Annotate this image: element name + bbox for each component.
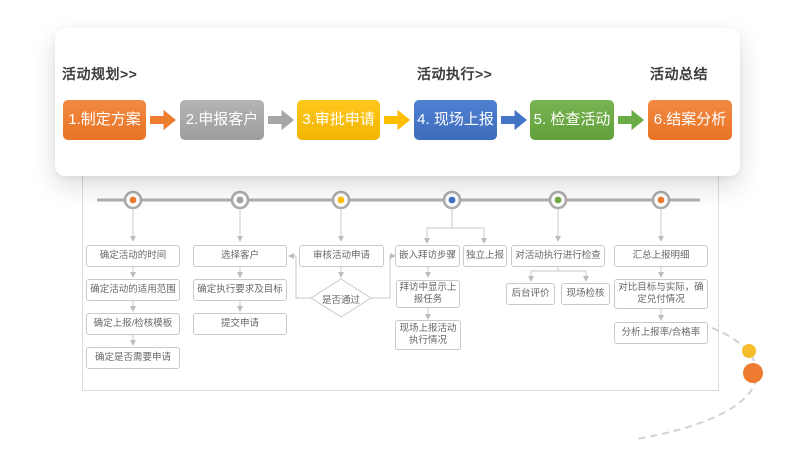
report-box-onsite-status: 现场上报活动执行情况 [395, 320, 461, 350]
phase-summary-label: 活动总结 [650, 66, 708, 82]
arrow-icon [150, 109, 176, 131]
customer-box-targets: 确定执行要求及目标 [193, 279, 287, 301]
arrow-icon [501, 109, 527, 131]
step-5-check-activity: 5. 检查活动 [530, 100, 614, 140]
step-2-declare-customer: 2.申报客户 [180, 100, 264, 140]
phase-planning-label: 活动规划>> [62, 66, 138, 82]
decorative-dot-orange [743, 363, 763, 383]
step-1-make-plan: 1.制定方案 [63, 100, 146, 140]
step-4-onsite-report: 4. 现场上报 [414, 100, 497, 140]
check-box-onsite: 现场检核 [561, 283, 610, 305]
arrow-icon [618, 109, 644, 131]
summary-box-rates: 分析上报率/合格率 [614, 322, 708, 344]
decision-label: 是否通过 [321, 295, 360, 306]
step-6-closing-analysis: 6.结案分析 [648, 100, 732, 140]
step-3-approve-application: 3.审批申请 [297, 100, 380, 140]
report-box-embed-visit: 嵌入拜访步骤 [395, 245, 460, 267]
report-box-show-task: 拜访中显示上报任务 [396, 280, 460, 308]
check-box-main: 对活动执行进行检查 [511, 245, 605, 267]
step-row: 1.制定方案 2.申报客户 3.审批申请 4. 现场上报 5. 检查活动 6.结… [55, 100, 740, 140]
approve-box-review: 审核活动申请 [299, 245, 384, 267]
phase-execution-label: 活动执行>> [417, 66, 493, 82]
report-box-independent: 独立上报 [463, 245, 507, 267]
summary-box-compare: 对比目标与实际，确定兑付情况 [614, 279, 708, 309]
customer-box-select: 选择客户 [193, 245, 287, 267]
customer-box-submit: 提交申请 [193, 313, 287, 335]
process-card: 活动规划>> 活动执行>> 活动总结 1.制定方案 2.申报客户 3.审批申请 … [55, 28, 740, 176]
check-box-backend: 后台评价 [506, 283, 555, 305]
arrow-icon [384, 109, 410, 131]
arrow-icon [268, 109, 294, 131]
plan-box-scope: 确定活动的适用范围 [86, 279, 180, 301]
decorative-dot-yellow [742, 344, 756, 358]
plan-box-time: 确定活动的时间 [86, 245, 180, 267]
plan-box-need-apply: 确定是否需要申请 [86, 347, 180, 369]
summary-box-detail: 汇总上报明细 [614, 245, 708, 267]
plan-box-template: 确定上报/检核模板 [86, 313, 180, 335]
